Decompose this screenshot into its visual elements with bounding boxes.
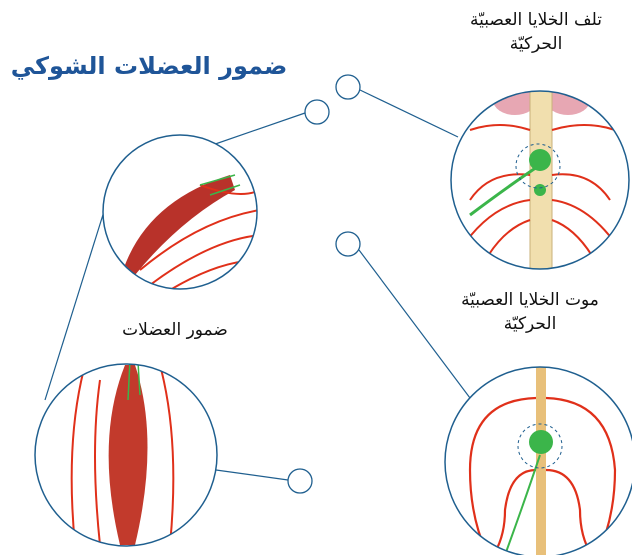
spinal-cord-damage-view (451, 91, 629, 269)
label-line: الحركيّة (509, 34, 563, 54)
callout-markers (287, 74, 361, 494)
atrophied-muscle-view (35, 364, 217, 546)
label-muscle-atrophy: ضمور العضلات (122, 320, 228, 340)
neuron-death-view (445, 367, 632, 555)
label-line: تلف الخلايا العصبيّة (470, 10, 602, 30)
muscle-nerve-view (103, 135, 257, 289)
label-motor-neuron-damage: تلف الخلايا العصبيّة الحركيّة (440, 8, 632, 56)
label-line: موت الخلايا العصبيّة (461, 290, 599, 310)
diagram-title: ضمور العضلات الشوكي (10, 52, 288, 80)
label-line: الحركيّة (503, 314, 557, 334)
label-motor-neuron-death: موت الخلايا العصبيّة الحركيّة (430, 288, 630, 336)
connector-lines (44, 89, 471, 481)
